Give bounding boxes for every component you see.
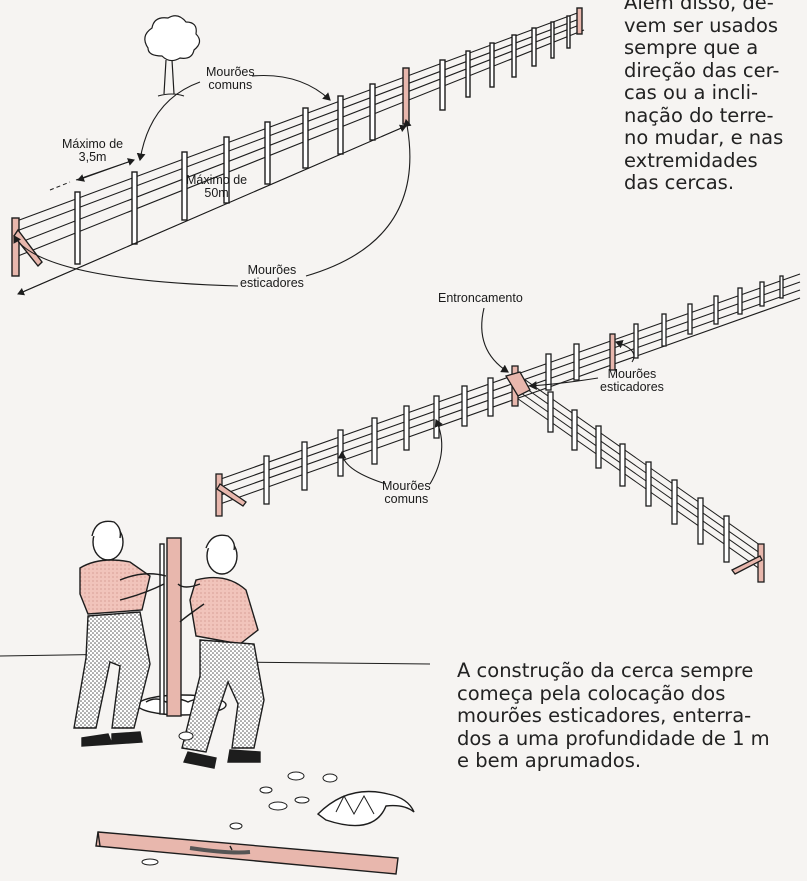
- text-line: das cercas.: [624, 171, 735, 194]
- label-tension-posts-2: Mourões esticadores: [600, 368, 664, 394]
- text-line: dos a uma profundidade de 1 m: [457, 726, 770, 750]
- text-line: começa pela colocação dos: [457, 681, 726, 705]
- figure3-workers: [0, 520, 431, 875]
- text-line: cas ou a incli-: [624, 81, 759, 104]
- text-line: direção das cer-: [624, 58, 780, 82]
- intro-paragraph: Além disso, de- vem ser usados sempre qu…: [624, 0, 807, 195]
- label-line: Mourões: [382, 479, 431, 493]
- label-line: 50m: [204, 186, 229, 200]
- label-line: Máximo de: [186, 173, 248, 187]
- label-line: Mourões: [247, 263, 297, 277]
- text-line: Além disso, de-: [624, 0, 774, 14]
- text-line: no mudar, e nas: [624, 126, 784, 149]
- text-line: nação do terre-: [624, 103, 774, 127]
- worker-left: [73, 520, 167, 747]
- label-max-length: Máximo de 50m: [186, 174, 247, 200]
- label-line: 3,5m: [78, 150, 107, 164]
- label-common-posts: Mourões comuns: [206, 66, 255, 92]
- label-tension-posts: Mourões esticadores: [240, 264, 304, 290]
- text-line: e bem aprumados.: [457, 749, 642, 772]
- label-line: Mourões: [206, 65, 255, 79]
- label-line: Mourões: [607, 367, 657, 381]
- label-line: comuns: [208, 78, 253, 92]
- text-line: A construção da cerca sempre: [457, 659, 754, 682]
- label-common-posts-2: Mourões comuns: [382, 480, 431, 506]
- figure2-fence: [215, 273, 801, 583]
- tree-icon: [144, 15, 201, 97]
- label-line: Máximo de: [62, 137, 124, 151]
- label-line: esticadores: [600, 380, 664, 394]
- construction-paragraph: A construção da cerca sempre começa pela…: [457, 659, 807, 773]
- label-line: comuns: [384, 492, 429, 506]
- text-line: mourões esticadores, enterra-: [457, 704, 752, 727]
- label-max-spacing: Máximo de 3,5m: [62, 138, 123, 164]
- label-line: esticadores: [240, 276, 304, 290]
- worker-right: [177, 534, 265, 769]
- text-line: sempre que a: [624, 36, 759, 59]
- text-line: vem ser usados: [624, 13, 779, 37]
- text-line: extremidades: [624, 148, 758, 172]
- figure1-fence: [11, 7, 585, 296]
- label-junction: Entroncamento: [438, 291, 523, 305]
